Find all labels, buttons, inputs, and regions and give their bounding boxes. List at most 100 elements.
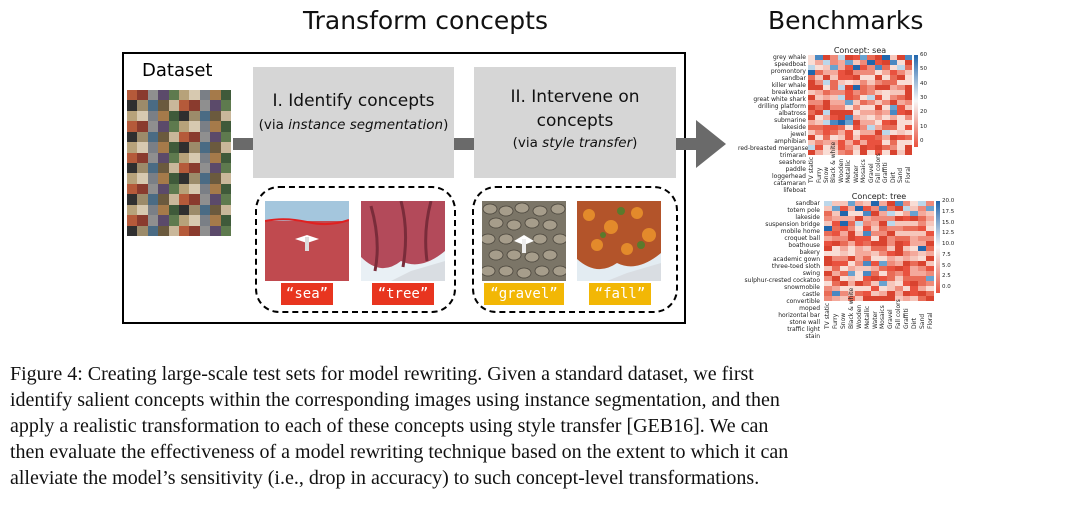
dataset-thumbnail (199, 131, 211, 143)
heatmap-cell (830, 70, 838, 75)
heatmap-cell (867, 70, 875, 75)
heatmap-cell (863, 226, 872, 231)
heatmap-col-label: Metallic (863, 305, 871, 329)
heatmap-cell (871, 231, 879, 236)
heatmap-cell (886, 281, 895, 286)
dataset-thumbnail (189, 131, 200, 143)
heatmap-row-label: swing (802, 270, 820, 277)
heatmap-cell (808, 85, 816, 90)
heatmap-cell (918, 206, 927, 211)
heatmap-row-label: loggerhead (772, 173, 806, 180)
heatmap-row-label: submarine (774, 117, 806, 124)
heatmap-cell (886, 201, 895, 206)
dataset-thumbnail (127, 152, 138, 163)
heatmap-col-label: Sand (918, 313, 926, 329)
heatmap-cell (837, 150, 846, 155)
heatmap-cell (926, 241, 934, 246)
heatmap-cell (879, 216, 887, 221)
heatmap-cell (815, 85, 823, 90)
dataset-thumbnail (210, 194, 221, 205)
heatmap-cell (879, 271, 887, 276)
caption-line: Figure 4: Creating large-scale test sets… (10, 363, 754, 385)
heatmap-cell (918, 296, 927, 301)
heatmap-cell (918, 231, 927, 236)
heatmap-cell (808, 120, 816, 125)
heatmap-cell (871, 251, 879, 256)
heatmap-cell (822, 120, 831, 125)
heatmap-cell (845, 90, 853, 95)
dataset-thumbnail (127, 225, 138, 236)
heatmap-row-label: lakeside (795, 214, 820, 221)
heatmap-cell (859, 140, 868, 145)
step-2-subtitle: (via style transfer) (512, 135, 638, 151)
heatmap-cell (839, 296, 848, 301)
heatmap-col-label: Water (852, 165, 860, 183)
heatmap-cell (831, 216, 840, 221)
heatmap-cell (831, 211, 840, 216)
heatmap-cell (847, 226, 856, 231)
heatmap-cell (926, 226, 934, 231)
heatmap-cell (926, 221, 934, 226)
heatmap-cell (902, 226, 911, 231)
heatmap-cell (910, 231, 919, 236)
colorbar-tick-label: 0.0 (942, 284, 951, 290)
heatmap-row-label: lifeboat (783, 187, 806, 194)
heatmap-cell (904, 85, 912, 90)
heatmap-cell (882, 100, 890, 105)
heatmap-cell (847, 266, 856, 271)
heatmap-cell (894, 286, 903, 291)
heatmap-cell (824, 236, 832, 241)
heatmap-cell (852, 130, 860, 135)
heatmap-cell (824, 276, 832, 281)
heatmap-cell (904, 105, 912, 110)
heatmap-cell (918, 236, 927, 241)
heatmap-col-label: Dirt (889, 171, 897, 183)
heatmap-cell (886, 221, 895, 226)
dataset-thumbnail (178, 100, 190, 111)
heatmap-cell (837, 140, 846, 145)
heatmap-cell (830, 105, 838, 110)
heatmap-cell (879, 246, 887, 251)
heatmap-cell (926, 286, 934, 291)
heatmap-cell (886, 236, 895, 241)
heatmap-cell (874, 150, 883, 155)
heatmap-cell (910, 291, 919, 296)
heatmap-cell (867, 105, 875, 110)
heatmap-cell (882, 130, 890, 135)
heatmap-cell (830, 85, 838, 90)
heatmap-cell (874, 85, 883, 90)
heatmap-cell (867, 95, 875, 100)
dataset-thumbnail (189, 152, 200, 163)
heatmap-cell (902, 231, 911, 236)
heatmap-cell (886, 226, 895, 231)
heatmap-row-label: mobile home (780, 228, 820, 235)
heatmap-row-label: sandbar (781, 75, 806, 82)
heatmap-cell (863, 236, 872, 241)
heatmap-cell (904, 95, 912, 100)
caption-line: identify salient concepts within the cor… (10, 389, 780, 411)
heatmap-row-label: seashore (778, 159, 806, 166)
heatmap-cell (926, 246, 934, 251)
dataset-thumbnail (210, 90, 221, 101)
heatmap-cell (824, 216, 832, 221)
heatmap-cell (871, 221, 879, 226)
heatmap-cell (815, 75, 823, 80)
heatmap-cell (897, 95, 905, 100)
heatmap-cell (867, 120, 875, 125)
heatmap-cell (824, 261, 832, 266)
heatmap-cell (830, 80, 838, 85)
heatmap-cell (847, 221, 856, 226)
heatmap-cell (831, 281, 840, 286)
heatmap-cell (886, 256, 895, 261)
heatmap-cell (855, 286, 864, 291)
heatmap-row-label: boathouse (788, 242, 820, 249)
dataset-thumbnail (137, 183, 148, 195)
heatmap-cell (889, 105, 898, 110)
heatmap-cell (863, 201, 872, 206)
heatmap-cell (815, 150, 823, 155)
heatmap-row-label: albatross (778, 110, 806, 117)
heatmap-cell (897, 145, 905, 150)
heatmap-cell (874, 65, 883, 70)
step-1-subtitle: (via instance segmentation) (258, 117, 449, 133)
